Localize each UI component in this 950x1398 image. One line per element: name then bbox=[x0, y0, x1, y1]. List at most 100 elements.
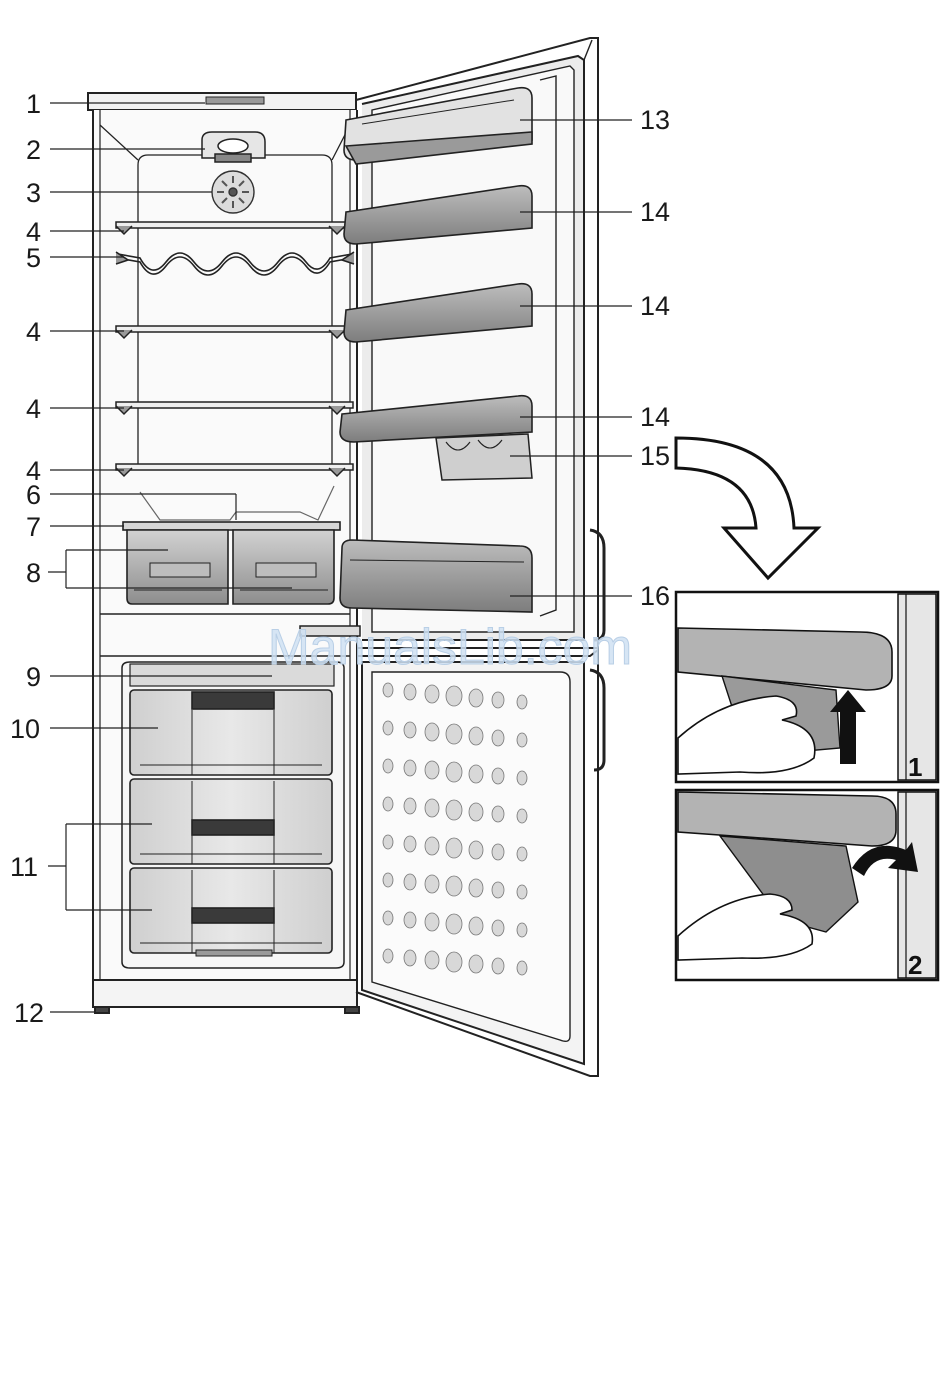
freezer-door-dimple bbox=[383, 835, 393, 849]
glass-shelf-1 bbox=[116, 222, 353, 228]
adjustable-foot-left bbox=[95, 1007, 109, 1013]
watermark: ManualsLib.com bbox=[268, 619, 632, 675]
freezer-door-dimple bbox=[469, 955, 483, 973]
freezer-door-dimple bbox=[446, 686, 462, 706]
freezer-door-dimple bbox=[446, 724, 462, 744]
freezer-drawer-top bbox=[130, 690, 332, 775]
callout-13: 13 bbox=[640, 105, 670, 135]
freezer-door-dimple bbox=[469, 841, 483, 859]
freezer-door-dimple bbox=[492, 920, 504, 936]
callout-14b: 14 bbox=[640, 291, 670, 321]
freezer-door-dimple bbox=[425, 761, 439, 779]
callout-9: 9 bbox=[26, 662, 41, 692]
freezer-door-dimple bbox=[469, 879, 483, 897]
freezer-door-dimple bbox=[469, 917, 483, 935]
inset-step-2: 2 bbox=[676, 790, 938, 980]
freezer-door-dimple bbox=[492, 768, 504, 784]
freezer-door-dimple bbox=[517, 695, 527, 709]
freezer-door-dimple bbox=[383, 721, 393, 735]
freezer-door-dimple bbox=[425, 799, 439, 817]
curved-arrow-icon bbox=[676, 438, 818, 578]
freezer-door-dimple bbox=[446, 952, 462, 972]
fan-icon bbox=[212, 171, 254, 213]
freezer-drawer-bottom bbox=[130, 868, 332, 956]
freezer-door-dimple bbox=[469, 727, 483, 745]
callout-3: 3 bbox=[26, 178, 41, 208]
freezer-door-dimple bbox=[404, 684, 416, 700]
freezer-door-dimple bbox=[446, 838, 462, 858]
callout-1: 1 bbox=[26, 89, 41, 119]
freezer-door-dimple bbox=[492, 844, 504, 860]
glass-shelf-3 bbox=[116, 402, 353, 408]
freezer-door-dimple bbox=[404, 912, 416, 928]
freezer-door-dimple bbox=[383, 759, 393, 773]
egg-tray-holder bbox=[436, 434, 532, 480]
freezer-door-dimple bbox=[517, 961, 527, 975]
freezer-door-dimple bbox=[492, 730, 504, 746]
callout-8: 8 bbox=[26, 558, 41, 588]
glass-shelf-4 bbox=[116, 464, 353, 470]
freezer-door-dimple bbox=[517, 809, 527, 823]
control-panel bbox=[206, 97, 264, 104]
thermostat-lamp-housing bbox=[202, 132, 265, 162]
freezer-door-dimple bbox=[492, 806, 504, 822]
glass-shelf-2 bbox=[116, 326, 353, 332]
freezer-door-dimple bbox=[404, 874, 416, 890]
callout-6: 6 bbox=[26, 480, 41, 510]
callout-11: 11 bbox=[10, 852, 38, 882]
freezer-drawers bbox=[130, 690, 332, 956]
freezer-door-dimple bbox=[383, 911, 393, 925]
freezer-door-dimple bbox=[492, 958, 504, 974]
freezer-door-dimple bbox=[517, 847, 527, 861]
freezer-door-dimple bbox=[425, 685, 439, 703]
freezer-door bbox=[356, 650, 604, 1076]
freezer-door-dimple bbox=[446, 914, 462, 934]
freezer-door-dimple bbox=[517, 771, 527, 785]
callout-5: 5 bbox=[26, 243, 41, 273]
freezer-door-dimple bbox=[469, 803, 483, 821]
freezer-door-dimple bbox=[492, 882, 504, 898]
bottle-shelf bbox=[340, 540, 532, 612]
callout-14a: 14 bbox=[640, 197, 670, 227]
callout-10: 10 bbox=[10, 714, 40, 744]
freezer-door-dimple bbox=[404, 798, 416, 814]
crisper-frame bbox=[123, 522, 340, 530]
freezer-door-dimple bbox=[492, 692, 504, 708]
freezer-door-dimple bbox=[383, 683, 393, 697]
freezer-door-dimple bbox=[383, 949, 393, 963]
callout-4b: 4 bbox=[26, 317, 41, 347]
cabinet-base bbox=[93, 980, 357, 1007]
freezer-drawer-middle bbox=[130, 779, 332, 864]
callout-4c: 4 bbox=[26, 394, 41, 424]
freezer-door-dimple bbox=[517, 733, 527, 747]
freezer-door-dimple bbox=[517, 885, 527, 899]
freezer-door-dimple bbox=[517, 923, 527, 937]
freezer-door-dimple bbox=[446, 800, 462, 820]
freezer-door-dimple bbox=[446, 876, 462, 896]
freezer-door-dimple bbox=[404, 722, 416, 738]
inset-step-1: 1 bbox=[676, 592, 938, 782]
freezer-door-dimple bbox=[383, 797, 393, 811]
freezer-door-dimple bbox=[383, 873, 393, 887]
freezer-door-dimple bbox=[425, 913, 439, 931]
callout-14c: 14 bbox=[640, 402, 670, 432]
freezer-door-dimple bbox=[404, 760, 416, 776]
inset-step-1-label: 1 bbox=[908, 752, 922, 782]
inset-step-2-label: 2 bbox=[908, 950, 922, 980]
freezer-door-dimple bbox=[446, 762, 462, 782]
callout-2: 2 bbox=[26, 135, 41, 165]
callout-7: 7 bbox=[26, 512, 41, 542]
adjustable-foot-right bbox=[345, 1007, 359, 1013]
freezer-door-dimple bbox=[425, 723, 439, 741]
callout-15: 15 bbox=[640, 441, 670, 471]
callout-12: 12 bbox=[14, 998, 44, 1028]
freezer-door-dimple bbox=[425, 951, 439, 969]
freezer-door-dimple bbox=[425, 875, 439, 893]
freezer-door-dimple bbox=[425, 837, 439, 855]
callout-16: 16 bbox=[640, 581, 670, 611]
freezer-door-dimple bbox=[404, 950, 416, 966]
freezer-door-dimple bbox=[469, 765, 483, 783]
freezer-door-dimple bbox=[404, 836, 416, 852]
freezer-door-dimple bbox=[469, 689, 483, 707]
